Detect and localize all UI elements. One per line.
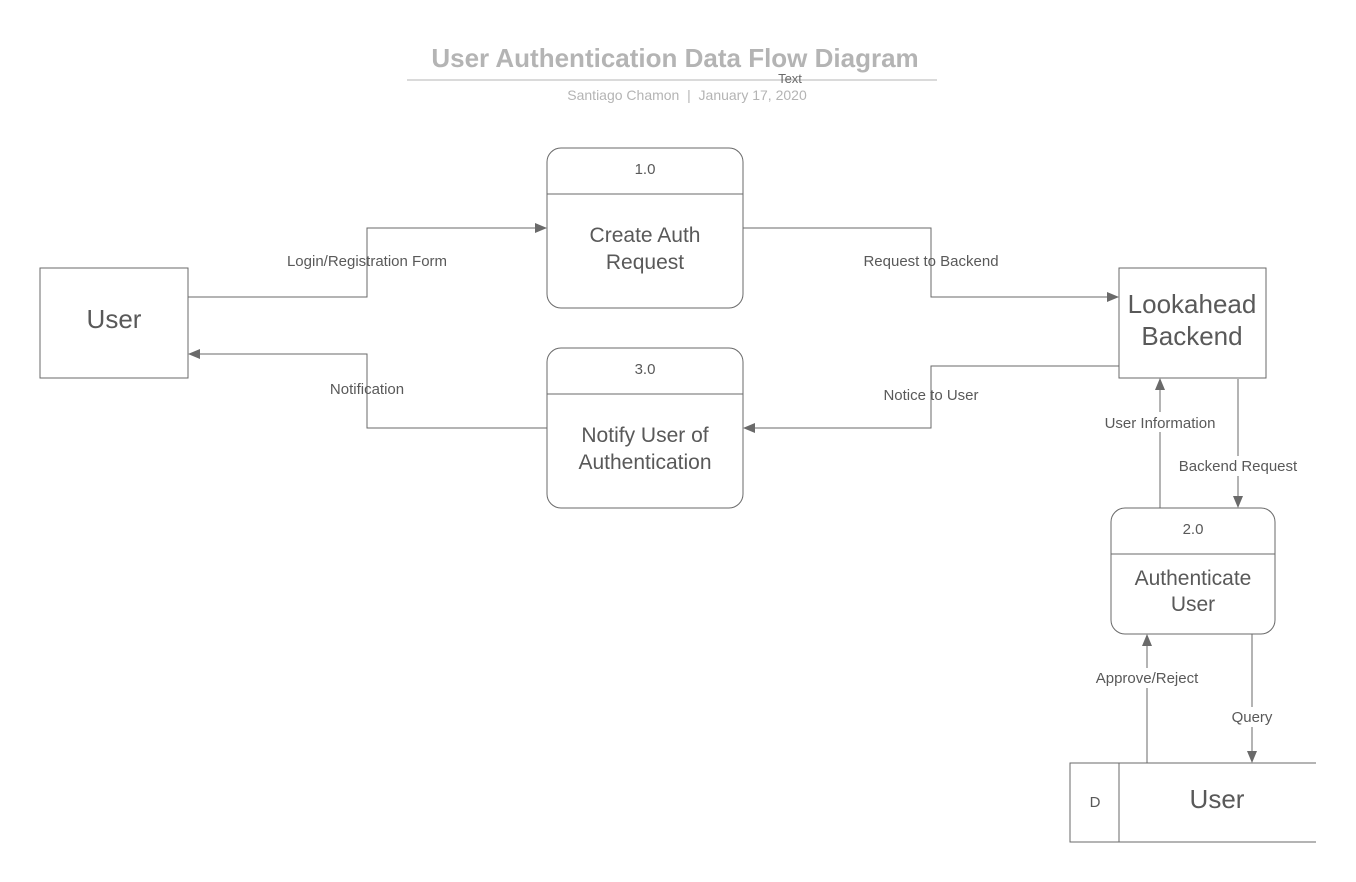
process-1-label-line2: Request xyxy=(606,251,684,274)
datastore-outline xyxy=(1069,762,1316,843)
entity-backend-box[interactable] xyxy=(1118,267,1267,379)
process-3-label-line1: Notify User of xyxy=(581,424,708,447)
flow-label-approve-reject: Approve/Reject xyxy=(1096,670,1199,687)
datastore-id: D xyxy=(1090,794,1101,811)
flow-label-user-information: User Information xyxy=(1105,415,1216,432)
entity-user-label: User xyxy=(87,304,142,334)
flow-labels: Login/Registration Form Request to Backe… xyxy=(287,253,1303,727)
process-1-label-line1: Create Auth xyxy=(590,224,701,247)
entity-user-box[interactable] xyxy=(39,267,189,379)
label-bg-approve-reject xyxy=(1092,668,1204,688)
process-2-number: 2.0 xyxy=(1183,521,1204,538)
label-bg-user-information xyxy=(1100,412,1220,432)
process-2-label-line1: Authenticate xyxy=(1135,567,1252,590)
diagram-subtitle: Santiago Chamon | January 17, 2020 xyxy=(567,87,807,103)
text-marker: Text xyxy=(778,71,802,86)
label-bg-backend-request xyxy=(1175,456,1303,476)
process-1-number: 1.0 xyxy=(635,161,656,178)
datastore-user[interactable]: D User xyxy=(1069,762,1316,843)
flow-label-request-to-backend: Request to Backend xyxy=(863,253,998,270)
flow-login-form[interactable] xyxy=(188,223,547,298)
flow-request-to-backend[interactable] xyxy=(743,227,1119,302)
process-authenticate-user[interactable]: 2.0 Authenticate User xyxy=(1110,507,1276,635)
process-3-label-line2: Authentication xyxy=(578,451,711,474)
entity-backend-label-line1: Lookahead xyxy=(1128,289,1257,319)
entity-backend-label-line2: Backend xyxy=(1141,321,1242,351)
flow-label-backend-request: Backend Request xyxy=(1179,458,1298,475)
flow-notification[interactable] xyxy=(188,349,547,429)
process-2-label-line2: User xyxy=(1171,593,1215,616)
process-notify-user[interactable]: 3.0 Notify User of Authentication xyxy=(546,347,744,509)
label-bg-query xyxy=(1227,707,1277,727)
flow-label-notice-to-user: Notice to User xyxy=(883,387,978,404)
process-create-auth-request[interactable]: 1.0 Create Auth Request xyxy=(546,147,744,309)
process-2-box[interactable] xyxy=(1110,507,1276,635)
datastore-label: User xyxy=(1190,784,1245,814)
diagram-title: User Authentication Data Flow Diagram xyxy=(431,43,918,73)
flow-label-notification: Notification xyxy=(330,381,404,398)
entity-lookahead-backend[interactable]: Lookahead Backend xyxy=(1118,267,1267,379)
process-3-box[interactable] xyxy=(546,347,744,509)
flow-label-query: Query xyxy=(1232,709,1273,726)
flow-notice-to-user[interactable] xyxy=(743,365,1119,433)
datastore-bg[interactable] xyxy=(1070,763,1316,842)
entity-user[interactable]: User xyxy=(39,267,189,379)
flow-lines xyxy=(188,223,1257,763)
flow-label-login-form: Login/Registration Form xyxy=(287,253,447,270)
process-3-number: 3.0 xyxy=(635,361,656,378)
diagram-header: User Authentication Data Flow Diagram Te… xyxy=(407,43,937,103)
process-1-box[interactable] xyxy=(546,147,744,309)
